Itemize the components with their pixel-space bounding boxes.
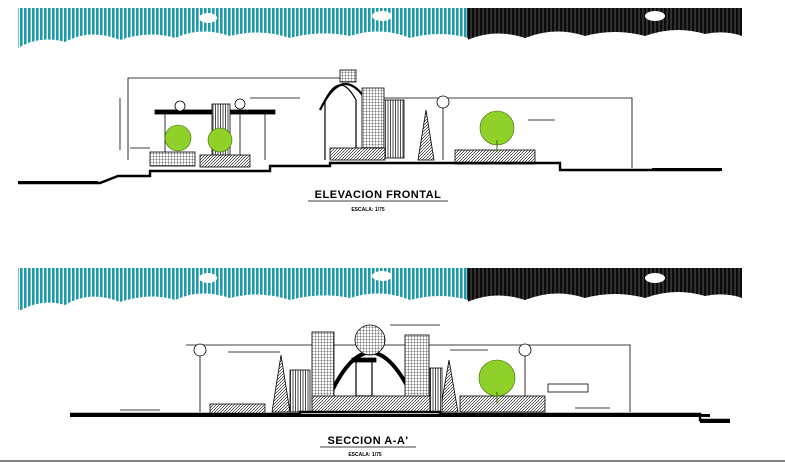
elevation-trees xyxy=(164,110,515,153)
elevation-view: ELEVACION FRONTAL ESCALA: 1/75 xyxy=(18,8,742,213)
section-structure xyxy=(120,324,631,415)
elevation-structure xyxy=(119,69,633,168)
section-tree xyxy=(478,359,516,404)
section-view: SECCION A-A' ESCALA: 1/75 xyxy=(18,268,742,458)
elevation-title: ELEVACION FRONTAL xyxy=(315,189,442,201)
section-title: SECCION A-A' xyxy=(328,435,409,447)
section-ground xyxy=(70,410,730,423)
section-scale: ESCALA: 1/75 xyxy=(348,452,382,458)
elevation-scale: ESCALA: 1/75 xyxy=(351,207,385,213)
elevation-ground xyxy=(18,161,722,185)
sky-band xyxy=(18,8,742,50)
sky-band xyxy=(18,268,742,314)
